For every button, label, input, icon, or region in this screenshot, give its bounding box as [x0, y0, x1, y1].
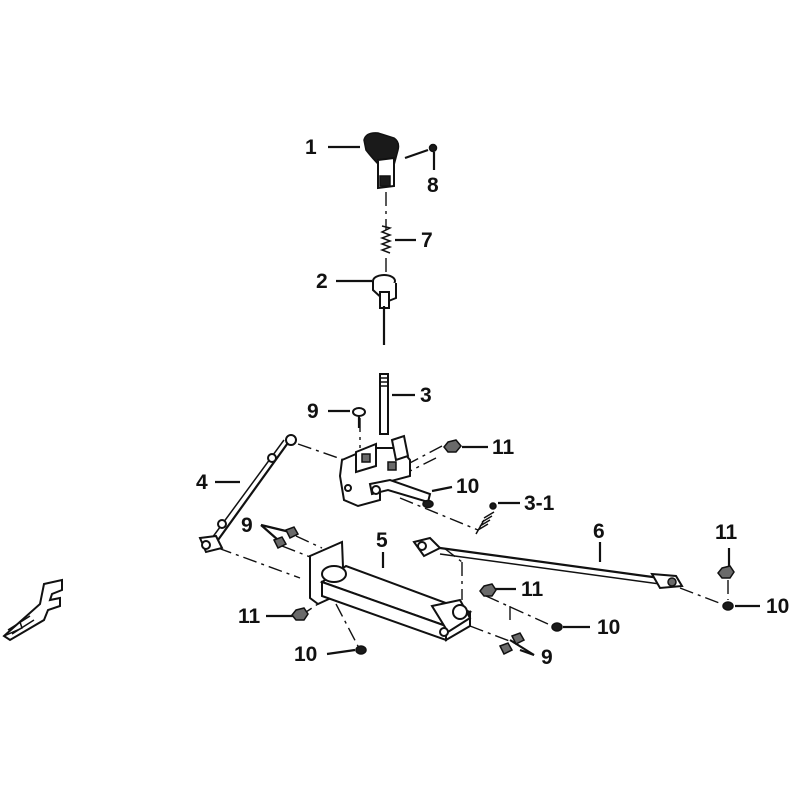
callout-3: 3	[420, 384, 432, 407]
callout-4: 4	[196, 471, 208, 494]
callout-2: 2	[316, 270, 328, 293]
callout-6: 6	[593, 520, 605, 543]
leader-lines	[215, 145, 760, 657]
part-10-washer-right	[722, 601, 734, 611]
callout-11-left: 11	[238, 605, 261, 628]
assembly-center-lines	[217, 192, 729, 651]
callout-10-mid: 10	[597, 616, 621, 639]
part-11-nut-top	[443, 439, 462, 453]
part-5-shaft-bracket	[309, 540, 473, 642]
callout-8: 8	[427, 174, 439, 197]
part-9-bolt-top	[352, 407, 366, 428]
part-9-bolts-bottom	[498, 632, 526, 656]
callout-10-right: 10	[766, 595, 790, 618]
callout-9-top: 9	[307, 400, 319, 423]
part-11-nut-mid	[479, 583, 497, 597]
part-3-1-spring	[475, 502, 497, 535]
callout-10-bottom: 10	[294, 643, 318, 666]
part-6-long-rod	[412, 536, 684, 590]
callout-9-left: 9	[241, 514, 253, 537]
callout-11-mid: 11	[521, 578, 544, 601]
callout-9-bottom: 9	[541, 646, 553, 669]
part-1-knob	[363, 132, 400, 190]
callout-11-right: 11	[715, 521, 738, 544]
part-11-nut-left	[291, 607, 309, 621]
callout-10-top: 10	[456, 475, 480, 498]
part-3-bracket	[338, 434, 432, 508]
callout-7: 7	[421, 229, 433, 252]
part-9-bolts-left	[272, 526, 300, 550]
part-3-rod	[379, 306, 389, 435]
front-direction-arrow-icon	[2, 578, 63, 642]
callout-11-top: 11	[492, 436, 515, 459]
callout-1: 1	[305, 136, 317, 159]
callout-3-1: 3-1	[524, 492, 555, 515]
part-10-washer-mid	[551, 622, 563, 632]
part-2-collar	[372, 274, 397, 309]
callout-5: 5	[376, 529, 388, 552]
part-11-nut-right	[717, 565, 735, 579]
part-10-washer-bottom	[355, 645, 367, 655]
part-10-washer-top	[422, 499, 434, 509]
part-8-pin	[428, 143, 438, 153]
part-4-link-rod	[198, 434, 297, 554]
part-7-spring	[379, 225, 393, 254]
